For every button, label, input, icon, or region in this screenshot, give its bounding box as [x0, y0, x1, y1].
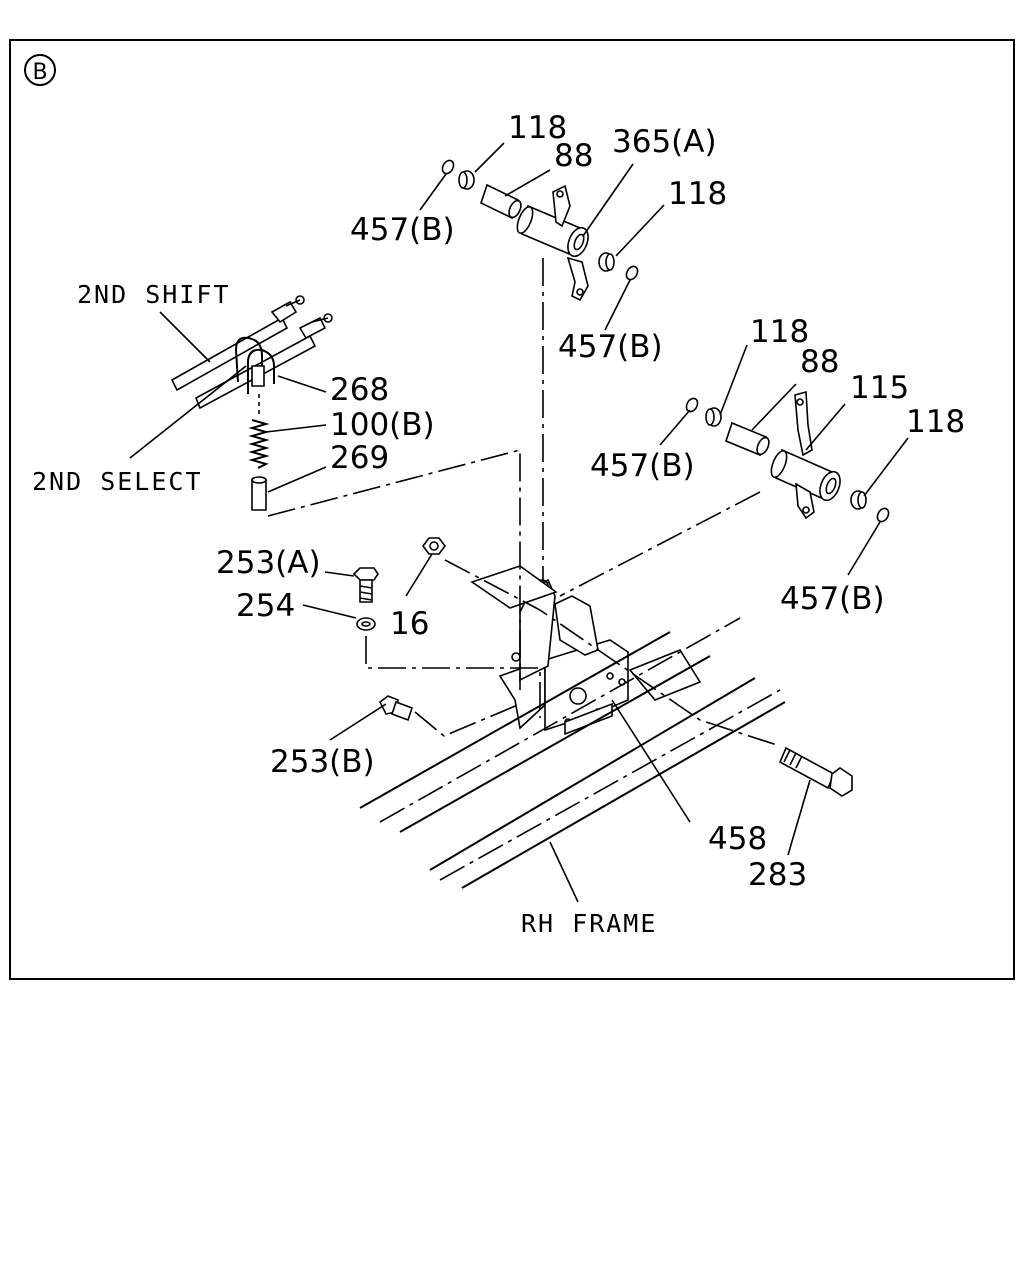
bolt-283: [778, 746, 853, 797]
shift-select-rods: [170, 295, 333, 410]
view-marker-label: B: [32, 60, 47, 85]
callout-254: 254: [236, 588, 295, 624]
callout-100b: 100(B): [330, 407, 435, 443]
callout-253a: 253(A): [216, 545, 321, 581]
callout-253b: 253(B): [270, 744, 375, 780]
callout-268: 268: [330, 372, 389, 408]
leader-lines: [129, 142, 909, 903]
callout-269: 269: [330, 440, 389, 476]
note-labels: 2ND SHIFT 2ND SELECT RH FRAME: [32, 280, 657, 938]
bracket-458: [470, 565, 702, 736]
callout-457b-mid: 457(B): [590, 448, 695, 484]
callout-365a: 365(A): [612, 124, 717, 160]
note-2nd-select: 2ND SELECT: [32, 467, 203, 496]
callout-88-top: 88: [554, 138, 593, 174]
callout-118-top: 118: [508, 110, 567, 146]
callout-88-mid: 88: [800, 344, 839, 380]
callout-457b-top-left: 457(B): [350, 212, 455, 248]
callout-457b-top-right: 457(B): [558, 329, 663, 365]
callout-118-top-right: 118: [668, 176, 727, 212]
callout-labels: 118 88 365(A) 118 457(B) 457(B) 118 88 1…: [216, 110, 965, 893]
callout-118-mid: 118: [750, 314, 809, 350]
bolt-253b: [378, 695, 414, 722]
bolt-253a: [352, 567, 379, 603]
diagram-border: [9, 39, 1015, 980]
callout-118-right: 118: [906, 404, 965, 440]
assembly-lines: [267, 448, 781, 747]
note-2nd-shift: 2ND SHIFT: [77, 280, 230, 309]
callout-283: 283: [748, 857, 807, 893]
callout-458: 458: [708, 821, 767, 857]
lower-lever-assembly: [559, 390, 890, 597]
view-marker: B: [24, 54, 56, 86]
nut-16: [422, 537, 446, 555]
upper-lever-assembly: [441, 159, 639, 585]
callout-115: 115: [850, 370, 909, 406]
spring-100b: [248, 394, 270, 469]
note-rh-frame: RH FRAME: [521, 909, 657, 938]
rh-frame: [359, 617, 786, 889]
washer-254: [356, 617, 376, 631]
pin-269: [251, 476, 267, 511]
callout-16: 16: [390, 606, 429, 642]
callout-457b-right: 457(B): [780, 581, 885, 617]
